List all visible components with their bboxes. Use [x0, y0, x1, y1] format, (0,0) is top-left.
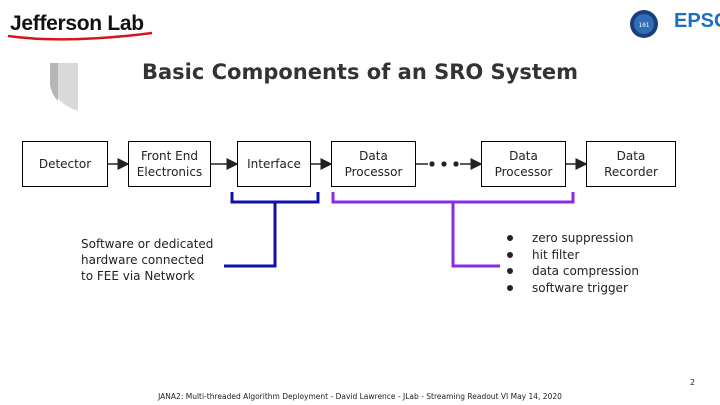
decorative-swoosh-icon [50, 63, 78, 111]
processor-connector [451, 202, 500, 268]
processing-steps-list: zero suppression hit filter data compres… [505, 230, 639, 296]
data-processor-box-2: Data Processor [481, 141, 566, 187]
slide-footer: JANA2: Multi-threaded Algorithm Deployme… [158, 392, 562, 401]
interface-note: Software or dedicated hardware connected… [81, 237, 214, 283]
ellipsis-dot-3 [453, 161, 459, 167]
detector-box: Detector [22, 141, 108, 187]
interface-connector [224, 202, 277, 268]
data-recorder-box: Data Recorder [586, 141, 676, 187]
ellipsis-dot-2 [441, 161, 447, 167]
interface-box: Interface [237, 141, 311, 187]
jefferson-lab-swoosh-icon [7, 31, 153, 41]
list-item: zero suppression [505, 230, 639, 247]
jefferson-lab-logo: Jefferson Lab [10, 12, 144, 35]
interface-bracket [230, 192, 320, 204]
epsci-logo-text: EPSCI [674, 10, 720, 32]
epsci-logo-icon: 101 [630, 10, 658, 38]
processor-bracket [331, 192, 575, 204]
ellipsis-dot-1 [429, 161, 435, 167]
page-number: 2 [690, 378, 696, 387]
front-end-electronics-box: Front End Electronics [128, 141, 211, 187]
svg-text:101: 101 [639, 22, 650, 29]
list-item: data compression [505, 263, 639, 280]
list-item: hit filter [505, 247, 639, 264]
data-processor-box-1: Data Processor [331, 141, 416, 187]
slide-title: Basic Components of an SRO System [141, 60, 579, 84]
list-item: software trigger [505, 280, 639, 297]
